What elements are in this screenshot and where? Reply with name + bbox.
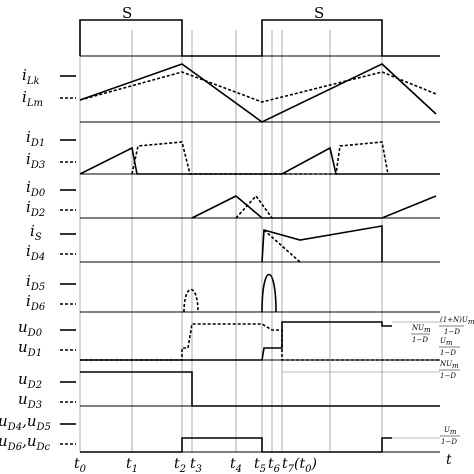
iS-waveform xyxy=(261,225,383,263)
label-iLm: iLm xyxy=(22,88,43,109)
tick-t1: t1 xyxy=(126,456,138,474)
time-gridlines xyxy=(79,30,383,452)
svg-text:Um: Um xyxy=(440,337,453,347)
svg-text:NUm: NUm xyxy=(439,360,459,370)
label-uD1: uD1 xyxy=(18,338,42,359)
label-iLk: iLk xyxy=(22,66,40,87)
tick-t2: t2 xyxy=(174,456,186,474)
iD5-pulse xyxy=(261,274,277,313)
panel-iD1-iD3: iD1 iD3 xyxy=(26,128,440,175)
label-uD6-uDc: uD6,uDc xyxy=(0,432,51,453)
svg-text:1−D: 1−D xyxy=(440,372,456,380)
label-uD2: uD2 xyxy=(18,370,42,391)
svg-text:Um: Um xyxy=(444,426,457,436)
tick-t5: t5 xyxy=(254,456,266,474)
svg-text:NUm: NUm xyxy=(411,324,431,334)
iD0-waveform xyxy=(191,195,437,219)
time-axis: t t0 t1 t2 t3 t4 t5 t6 t7(t0) xyxy=(74,452,452,474)
tick-t7: t7(t0) xyxy=(282,456,317,474)
switch-waveform xyxy=(79,19,440,57)
label-iS: iS xyxy=(30,222,42,243)
svg-text:(1+N)Um: (1+N)Um xyxy=(440,316,474,326)
tick-t4: t4 xyxy=(230,456,242,474)
panel-iS-iD4: iS iD4 xyxy=(26,222,440,263)
label-iD0: iD0 xyxy=(26,178,46,199)
svg-text:1−D: 1−D xyxy=(444,328,460,336)
label-uD0: uD0 xyxy=(18,318,43,339)
switch-label-1: S xyxy=(122,4,132,22)
svg-text:1−D: 1−D xyxy=(412,336,428,344)
label-iD5: iD5 xyxy=(26,272,45,293)
label-iD4: iD4 xyxy=(26,242,45,263)
iD2-waveform xyxy=(235,194,273,219)
iLk-waveform xyxy=(79,63,437,123)
iLm-waveform xyxy=(79,71,437,103)
panel-iD0-iD2: iD0 iD2 xyxy=(26,178,440,219)
tick-t6: t6 xyxy=(268,456,281,474)
uD2-level-annotation: NUm 1−D xyxy=(439,360,460,380)
label-iD3: iD3 xyxy=(26,150,45,171)
panel-uD0-uD1: uD0 uD1 (1+N)Um 1−D NUm 1−D Um 1−D xyxy=(18,316,474,361)
uD0-waveform xyxy=(80,321,392,361)
iD4-waveform xyxy=(263,229,301,263)
uD1-waveform xyxy=(80,323,440,361)
panel-uD2-uD3: uD2 uD3 NUm 1−D xyxy=(18,360,460,411)
label-uD3: uD3 xyxy=(18,390,42,411)
panel-uD4-uD5-uD6-uDc: uD4,uD5 uD6,uDc Um 1−D xyxy=(0,412,460,453)
label-iD1: iD1 xyxy=(26,128,45,149)
uD2-waveform xyxy=(80,371,440,407)
uD0-level-annotation: (1+N)Um 1−D xyxy=(439,316,474,336)
uD1-level-annotation-b: Um 1−D xyxy=(439,337,460,357)
uD6-waveform xyxy=(80,437,392,453)
uD6-level-annotation: Um 1−D xyxy=(440,426,460,446)
tick-t0: t0 xyxy=(74,456,87,474)
time-axis-label: t xyxy=(446,452,452,468)
iD3-waveform xyxy=(131,141,389,175)
iD6-pulse xyxy=(183,288,199,313)
svg-text:1−D: 1−D xyxy=(440,349,456,357)
label-iD6: iD6 xyxy=(26,292,46,313)
label-uD4-uD5: uD4,uD5 xyxy=(0,412,51,433)
svg-text:1−D: 1−D xyxy=(441,438,457,446)
panel-switch: S S xyxy=(79,4,440,57)
uD1-level-annotation-a: NUm 1−D xyxy=(411,324,431,344)
panel-iLk-iLm: iLk iLm xyxy=(22,63,440,123)
panel-iD5-iD6: iD5 iD6 xyxy=(26,272,440,313)
tick-t3: t3 xyxy=(190,456,202,474)
switch-label-2: S xyxy=(314,4,324,22)
label-iD2: iD2 xyxy=(26,198,45,219)
